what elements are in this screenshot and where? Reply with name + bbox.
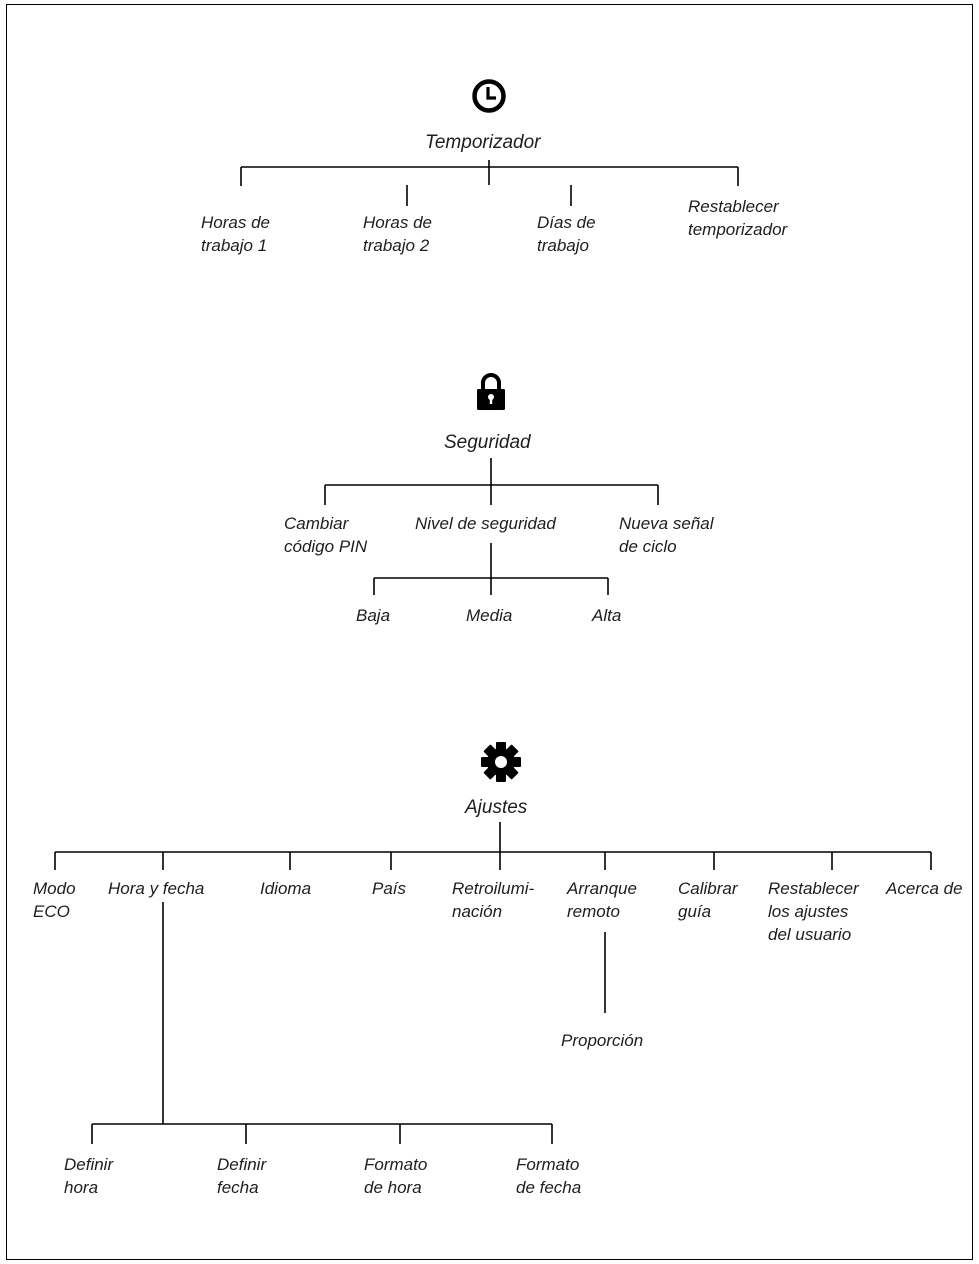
timer-title: Temporizador: [425, 132, 541, 153]
security-level-low: Baja: [356, 606, 391, 625]
security-item-change-pin: Cambiar código PIN: [284, 514, 368, 556]
settings-item-eco-mode: Modo ECO: [33, 879, 76, 921]
lock-icon: [477, 373, 505, 410]
settings-sub-date-format: Formato de fecha: [516, 1155, 582, 1197]
security-item-security-level: Nivel de seguridad: [415, 514, 556, 533]
security-level-medium: Media: [466, 606, 513, 625]
settings-item-reset-user-settings: Restablecer los ajustes del usuario: [768, 879, 859, 944]
settings-sub-time-format: Formato de hora: [364, 1155, 428, 1197]
settings-sub-set-date: Definir fecha: [217, 1155, 267, 1197]
settings-item-about: Acerca de: [886, 879, 963, 898]
clock-icon: [472, 79, 506, 113]
settings-item-country: País: [372, 879, 407, 898]
diagram-frame: [6, 4, 973, 1260]
security-item-new-cycle-signal: Nueva señal de ciclo: [619, 514, 714, 556]
settings-title: Ajustes: [465, 797, 528, 818]
settings-sub-set-time: Definir hora: [64, 1155, 114, 1197]
timer-item-work-hours-1: Horas de trabajo 1: [201, 213, 270, 255]
timer-item-work-hours-2: Horas de trabajo 2: [363, 213, 432, 255]
timer-item-work-days: Días de trabajo: [537, 213, 596, 255]
settings-item-backlight: Retroilumi- nación: [452, 879, 535, 921]
settings-item-time-date: Hora y fecha: [108, 879, 205, 898]
settings-item-calibrate-guide: Calibrar guía: [678, 879, 738, 921]
settings-sub-proportion: Proporción: [561, 1031, 644, 1050]
settings-item-language: Idioma: [260, 879, 312, 898]
security-level-high: Alta: [592, 606, 622, 625]
gear-icon: [481, 742, 521, 782]
settings-item-remote-start: Arranque remoto: [567, 879, 637, 921]
timer-item-reset-timer: Restablecer temporizador: [688, 197, 788, 239]
security-title: Seguridad: [444, 432, 531, 453]
